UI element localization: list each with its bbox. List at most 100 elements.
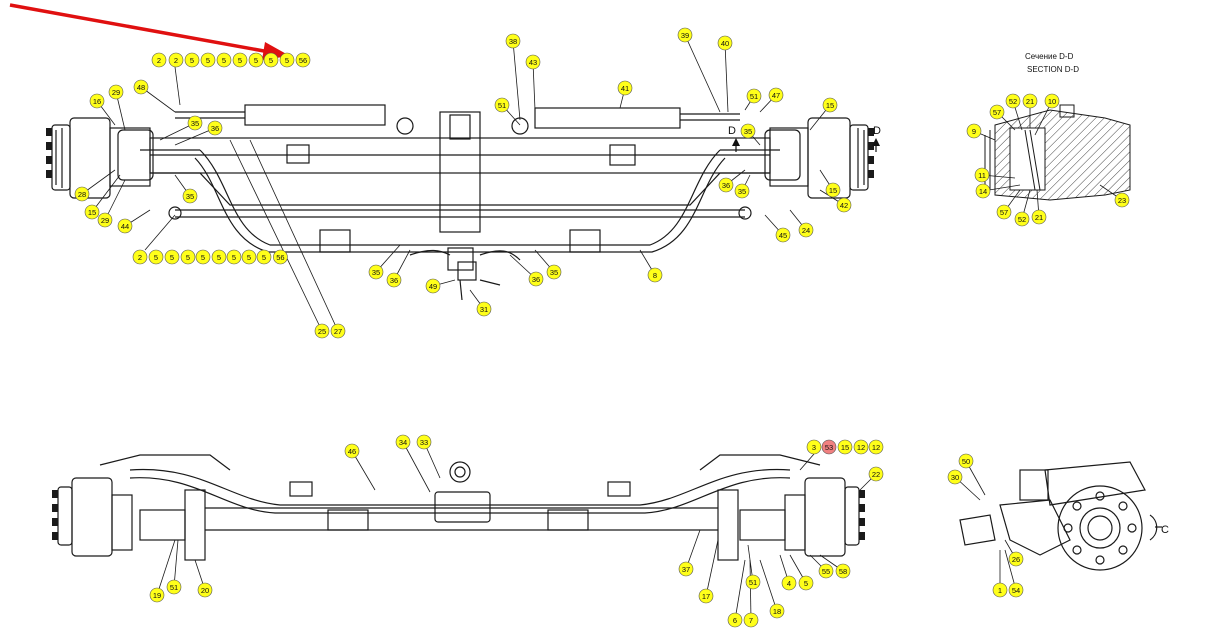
callout-balloon-label: 39 (681, 31, 689, 40)
callout-balloon-label: 53 (825, 443, 833, 452)
callout-balloon-label: 22 (872, 470, 880, 479)
callout-balloon-label: 31 (480, 305, 488, 314)
bottom-row-balloon: 5 (195, 249, 211, 265)
callout-balloon-label: 29 (101, 216, 109, 225)
callout-balloon-label: 10 (1048, 97, 1056, 106)
callout-balloon-label: 5 (222, 56, 226, 65)
callout-balloon-label: 49 (429, 282, 437, 291)
top-view-callout: 15 (84, 204, 100, 220)
top-view-callout: 36 (386, 272, 402, 288)
section-marker-left: D (728, 125, 736, 137)
bottom-view-axle-drawing (57, 454, 860, 561)
callout-balloon-label: 2 (157, 56, 161, 65)
leader-line (532, 61, 536, 111)
leader-line (249, 139, 339, 332)
callout-balloon-label: 5 (232, 253, 236, 262)
leader-line (104, 179, 126, 221)
callout-balloon-label: 42 (840, 201, 848, 210)
leader-line (705, 539, 719, 597)
section-title-ru: Сечение D-D (1025, 52, 1074, 61)
callout-balloon-label: 19 (153, 591, 161, 600)
top-view-callout: 49 (425, 278, 441, 294)
callout-balloon-label: 55 (822, 567, 830, 576)
callout-balloon-label: 24 (802, 226, 810, 235)
top-view-axle-drawing (51, 104, 869, 301)
callout-balloon-label: 47 (772, 91, 780, 100)
top-view-callout: 36 (207, 120, 223, 136)
callout-balloon-label: 35 (191, 119, 199, 128)
callout-balloon-label: 58 (839, 567, 847, 576)
top-row-balloon: 5 (184, 52, 200, 68)
callout-balloon-label: 23 (1118, 196, 1126, 205)
callout-balloon-label: 37 (682, 565, 690, 574)
callout-balloon-label: 52 (1018, 215, 1026, 224)
side-view-bolt-circle (1063, 491, 1137, 565)
section-view-callout: 52 (1014, 211, 1030, 227)
top-row-balloon: 56 (295, 52, 311, 68)
top-view-callout: 28 (74, 186, 90, 202)
callout-balloon-label: 36 (211, 124, 219, 133)
top-view-callout: 42 (836, 197, 852, 213)
section-view-callout: 21 (1031, 209, 1047, 225)
callout-balloon-label: 44 (121, 222, 129, 231)
callout-balloon-label: 9 (972, 127, 976, 136)
section-view-callout: 57 (989, 104, 1005, 120)
top-view-callout: 48 (133, 79, 149, 95)
bottom-view-callout: 46 (344, 443, 360, 459)
leader-line (749, 559, 752, 621)
bottom-view-callout: 55 (818, 563, 834, 579)
top-view-callout: 25 (314, 323, 330, 339)
callout-balloon-label: 38 (509, 37, 517, 46)
callout-balloon-label: 51 (750, 92, 758, 101)
bottom-row-balloon: 56 (273, 249, 288, 265)
callout-balloon-label: 48 (137, 83, 145, 92)
callout-balloon-label: 36 (390, 276, 398, 285)
callout-balloon-label: 34 (399, 438, 407, 447)
callout-balloon-label: 35 (186, 192, 194, 201)
callout-balloon-label: 5 (804, 579, 808, 588)
callout-balloon-label: 25 (318, 327, 326, 336)
callout-balloon-label: 8 (653, 271, 657, 280)
callout-balloon-label: 56 (276, 253, 284, 262)
callout-balloon-label: 4 (787, 579, 791, 588)
bottom-view-callout: 33 (416, 434, 432, 450)
callout-balloon-label: 40 (721, 39, 729, 48)
bottom-row-balloon: 5 (241, 249, 257, 265)
callout-balloon-label: 36 (532, 275, 540, 284)
callout-balloon-label: 56 (299, 56, 307, 65)
callout-balloon-label: 5 (262, 253, 266, 262)
top-view-callout: 35 (546, 264, 562, 280)
callout-balloon-label: 5 (217, 253, 221, 262)
leader-line (512, 40, 521, 121)
callout-balloon-label: 15 (88, 208, 96, 217)
callout-balloon-label: 5 (285, 56, 289, 65)
leader-line (734, 559, 746, 621)
callout-balloon-label: 28 (78, 190, 86, 199)
callout-balloon-label: 21 (1035, 213, 1043, 222)
bottom-row-balloon: 5 (226, 249, 242, 265)
top-view-callout: 43 (525, 54, 541, 70)
bottom-view-callout: 7 (743, 612, 759, 628)
top-view-callout: 38 (505, 33, 521, 49)
top-view-callout: 15 (822, 97, 838, 113)
callout-balloon-label: 27 (334, 327, 342, 336)
callout-balloon-label: 50 (962, 457, 970, 466)
bottom-row-balloon: 5 (256, 249, 272, 265)
section-view-callout: 57 (996, 204, 1012, 220)
top-view-callout: 51 (494, 97, 510, 113)
top-row-balloon: 5 (279, 52, 295, 68)
callout-balloon-label: 43 (529, 58, 537, 67)
callout-balloon-label: 51 (749, 578, 757, 587)
callout-balloon-label: 5 (269, 56, 273, 65)
bottom-view-callout: 18 (769, 603, 785, 619)
top-view-callout: 27 (330, 323, 346, 339)
top-view-callout: 35 (734, 183, 750, 199)
bottom-view-strip-balloon: 15 (837, 439, 853, 455)
section-view-callout: 52 (1005, 93, 1021, 109)
section-view-callout: 21 (1022, 93, 1038, 109)
section-title-en: SECTION D-D (1027, 65, 1079, 74)
section-marker-group: D D (728, 125, 881, 152)
callout-balloon-label: 36 (722, 181, 730, 190)
